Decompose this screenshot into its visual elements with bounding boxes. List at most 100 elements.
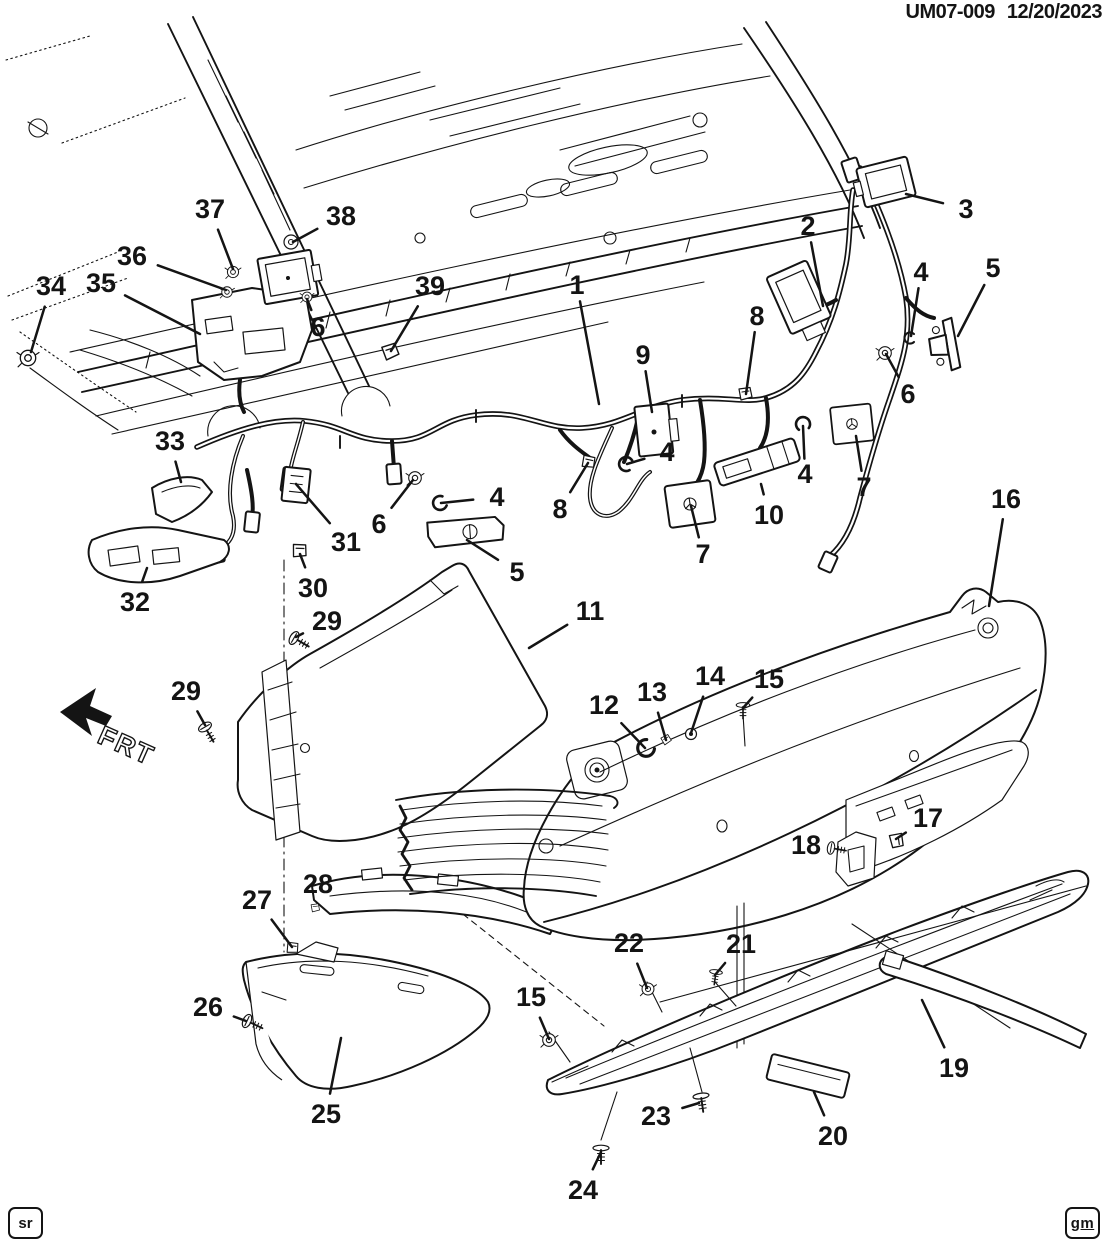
- sensor-7-mid: [663, 479, 717, 529]
- callout-14-33: 14: [695, 661, 725, 691]
- nut-15-bottom: [539, 1033, 559, 1048]
- callout-12-31: 12: [589, 690, 619, 720]
- molding-25: [241, 941, 491, 1090]
- callout-9-8: 9: [635, 340, 650, 370]
- callout-21-44: 21: [726, 929, 756, 959]
- callout-2-1: 2: [800, 211, 815, 241]
- module-38-box: [256, 248, 323, 306]
- leader-line-13: [656, 711, 668, 742]
- ring-38: [283, 234, 299, 250]
- leader-line-24: [591, 1150, 603, 1171]
- leader-line-35: [123, 294, 202, 336]
- fascia-lower-wing: [311, 867, 557, 935]
- fascia-main-16: [395, 587, 1047, 1049]
- leader-line-5: [465, 538, 500, 562]
- nut-6-mid: [405, 471, 425, 486]
- callout-8-10: 8: [552, 494, 567, 524]
- callout-34-23: 34: [36, 271, 66, 301]
- leader-line-3: [904, 192, 945, 205]
- leader-line-31: [294, 482, 332, 525]
- leader-line-4: [625, 457, 646, 466]
- callout-22-43: 22: [614, 928, 644, 958]
- leader-line-12: [620, 721, 647, 750]
- bracket-5-mid: [426, 515, 505, 549]
- callout-7-11: 7: [695, 539, 710, 569]
- initials-badge: sr: [8, 1207, 43, 1239]
- module-3: [852, 155, 917, 209]
- callout-24-46: 24: [568, 1175, 598, 1205]
- leader-line-15: [538, 1016, 551, 1041]
- frt-direction-arrow: FRT: [60, 688, 160, 772]
- callout-15-42: 15: [516, 982, 546, 1012]
- callout-27-38: 27: [242, 885, 272, 915]
- leader-line-19: [920, 998, 946, 1049]
- leader-line-4: [909, 286, 920, 338]
- reflector-20: [765, 1053, 851, 1099]
- leader-line-6: [884, 352, 900, 379]
- callout-6-16: 6: [371, 509, 386, 539]
- leader-line-7: [689, 504, 701, 539]
- callout-15-34: 15: [754, 664, 784, 694]
- callout-16-35: 16: [991, 484, 1021, 514]
- gm-logo-badge: gm: [1065, 1207, 1100, 1239]
- callout-39-28: 39: [415, 271, 445, 301]
- leader-line-34: [29, 305, 46, 354]
- leader-line-37: [216, 228, 235, 271]
- valance-19: [545, 713, 1090, 1141]
- leader-line-22: [636, 962, 649, 990]
- leader-line-33: [174, 460, 183, 484]
- sensor-7-right: [829, 402, 875, 446]
- leader-line-29: [196, 710, 207, 727]
- fascia-right-boss: [961, 599, 999, 639]
- bracket-33: [151, 476, 213, 523]
- leader-line-38: [291, 227, 319, 244]
- leader-line-27: [270, 918, 294, 949]
- callout-5-4: 5: [985, 253, 1000, 283]
- leader-line-7: [854, 434, 863, 473]
- leader-line-6: [390, 478, 415, 510]
- callout-30-20: 30: [298, 573, 328, 603]
- bracket-10: [713, 437, 801, 487]
- leader-line-9: [644, 369, 654, 414]
- callout-23-45: 23: [641, 1101, 671, 1131]
- leader-line-14: [689, 695, 705, 735]
- screw-29-top: [286, 628, 314, 654]
- leader-line-21: [713, 961, 727, 977]
- callout-18-37: 18: [791, 830, 821, 860]
- leader-line-29: [294, 632, 305, 639]
- leader-line-20: [812, 1090, 826, 1117]
- callout-1-0: 1: [569, 270, 584, 300]
- callout-36-25: 36: [117, 241, 147, 271]
- leader-line-8: [568, 461, 590, 494]
- leader-line-23: [681, 1101, 701, 1110]
- leader-line-16: [987, 517, 1005, 608]
- callout-25-41: 25: [311, 1099, 341, 1129]
- clip-28: [310, 903, 320, 913]
- diffuser-slats: [395, 788, 619, 897]
- leader-line-2: [809, 241, 825, 308]
- leader-line-30: [298, 552, 307, 569]
- callout-4-15: 4: [489, 482, 504, 512]
- leader-line-36: [156, 264, 228, 292]
- leader-line-4: [439, 498, 475, 505]
- clip-30: [290, 542, 309, 560]
- callout-17-36: 17: [913, 803, 943, 833]
- doc-date: 12/20/2023: [1006, 1, 1103, 23]
- leader-line-10: [759, 482, 765, 496]
- callout-29-22: 29: [171, 676, 201, 706]
- callout-4-9: 4: [659, 437, 674, 467]
- callout-8-7: 8: [749, 301, 764, 331]
- fascia-bracket-17: [835, 831, 877, 887]
- callout-31-17: 31: [331, 527, 361, 557]
- callout-33-18: 33: [155, 426, 185, 456]
- leader-line-32: [141, 566, 149, 583]
- leader-line-5: [956, 283, 986, 338]
- leader-line-6: [305, 297, 313, 312]
- module-9: [633, 402, 680, 458]
- leader-line-8: [744, 330, 756, 396]
- callout-32-19: 32: [120, 587, 150, 617]
- callout-4-3: 4: [913, 257, 928, 287]
